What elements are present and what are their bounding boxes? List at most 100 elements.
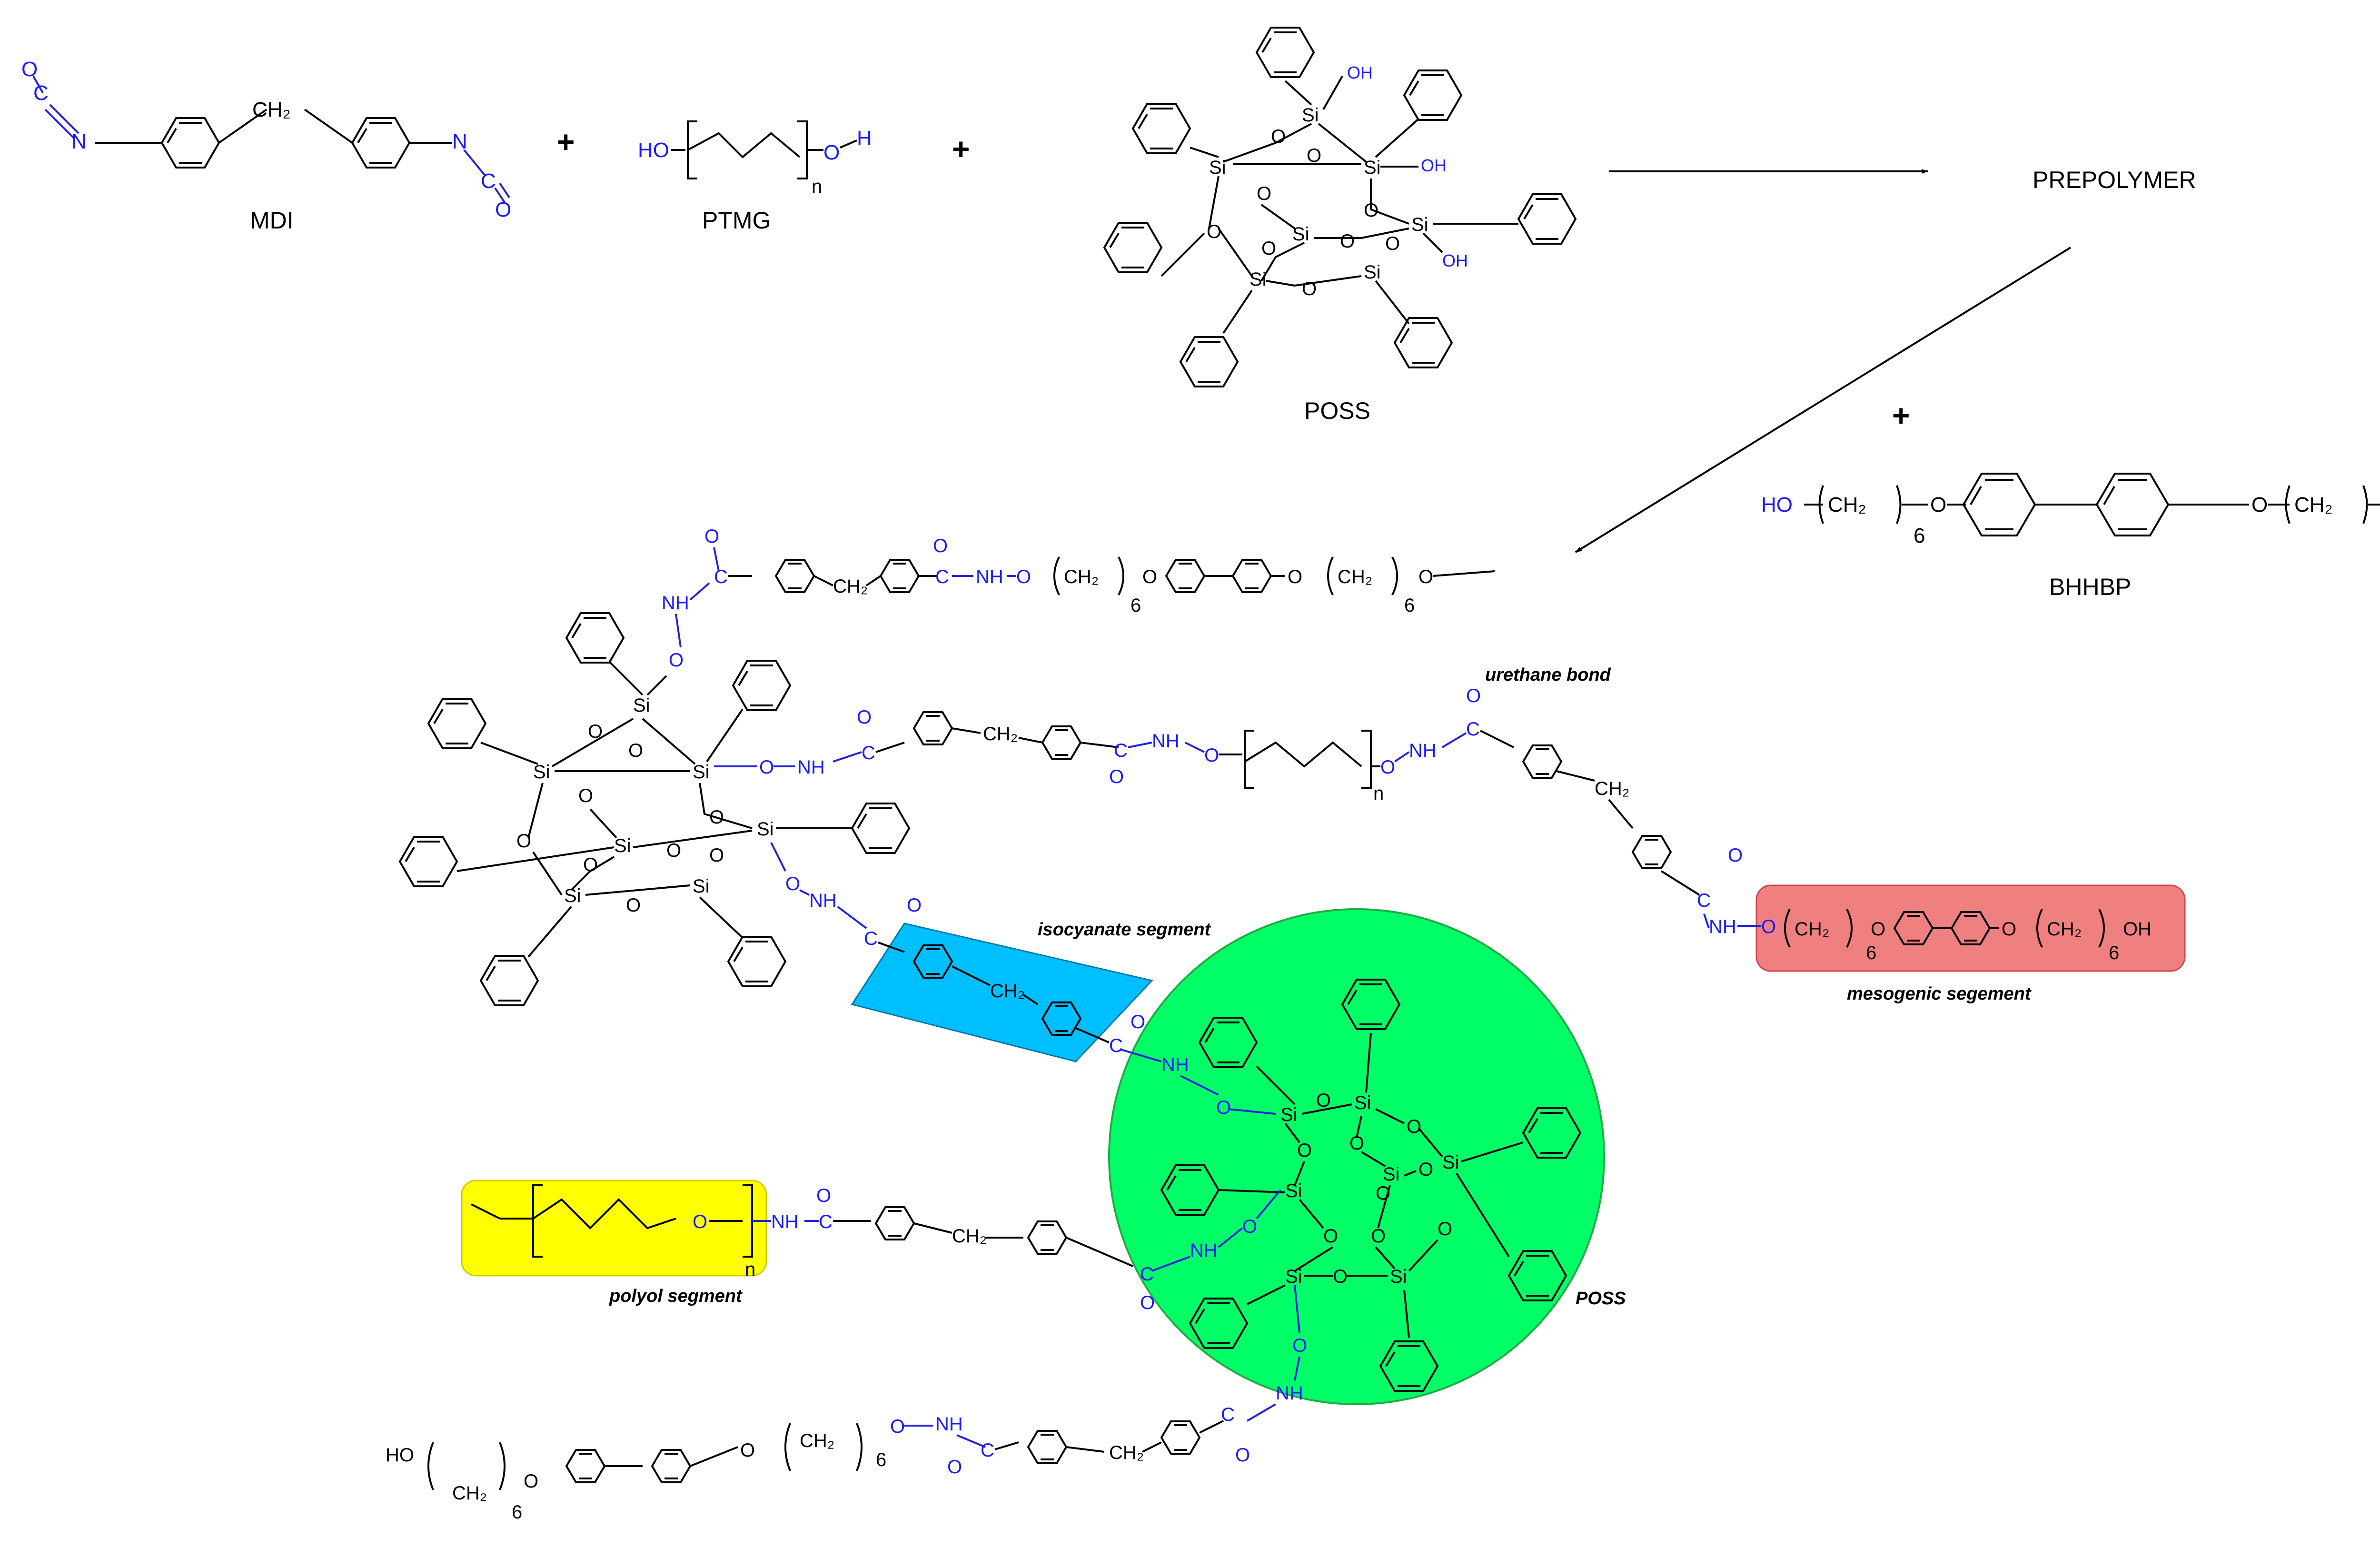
ptmg-label: PTMG xyxy=(702,207,771,234)
svg-text:n: n xyxy=(1373,783,1384,804)
svg-text:C: C xyxy=(1140,1264,1154,1285)
svg-text:6: 6 xyxy=(1130,595,1141,616)
svg-text:CH₂: CH₂ xyxy=(833,576,868,597)
svg-text:Si: Si xyxy=(1354,1092,1371,1113)
svg-text:C: C xyxy=(1221,1404,1235,1425)
svg-text:O: O xyxy=(1761,916,1776,937)
svg-text:O: O xyxy=(1371,1226,1386,1247)
svg-text:CH₂: CH₂ xyxy=(990,981,1025,1002)
svg-text:O: O xyxy=(1216,1097,1231,1118)
svg-text:O: O xyxy=(823,141,840,164)
svg-text:O: O xyxy=(1871,919,1885,940)
svg-text:Si: Si xyxy=(614,835,631,856)
svg-text:CH₂: CH₂ xyxy=(2047,919,2082,940)
svg-text:C: C xyxy=(864,928,878,949)
svg-text:Si: Si xyxy=(1442,1152,1459,1173)
prepolymer-label: PREPOLYMER xyxy=(2033,167,2196,193)
svg-text:O: O xyxy=(857,707,872,728)
svg-text:Si: Si xyxy=(1390,1266,1407,1287)
svg-text:6: 6 xyxy=(876,1449,886,1470)
svg-text:Si: Si xyxy=(1209,157,1226,178)
svg-text:CH₂: CH₂ xyxy=(2294,493,2333,516)
svg-text:NH: NH xyxy=(1276,1383,1303,1404)
bhhbp-label: BHHBP xyxy=(2049,574,2131,600)
reaction-arrow-2 xyxy=(1575,247,2072,553)
svg-text:C: C xyxy=(1466,719,1480,740)
polyol-segment-structure: O n NH C O CH₂ C O NH xyxy=(471,1184,1218,1313)
svg-text:HO: HO xyxy=(386,1445,414,1466)
svg-text:O: O xyxy=(759,757,774,778)
svg-text:6: 6 xyxy=(1404,595,1415,616)
svg-text:O: O xyxy=(583,854,598,875)
svg-text:Si: Si xyxy=(1411,214,1428,235)
poss-highlight xyxy=(1108,908,1605,1405)
svg-text:NH: NH xyxy=(797,757,825,778)
svg-text:O: O xyxy=(1140,1292,1155,1313)
svg-text:O: O xyxy=(1380,757,1395,778)
mdi-structure: N C O N C O CH₂ xyxy=(21,58,511,221)
svg-text:OH: OH xyxy=(1442,251,1468,270)
mesogenic-highlight xyxy=(1755,884,2186,972)
polyol-segment-label: polyol segment xyxy=(609,1286,743,1306)
ptmg-structure: HO n O H xyxy=(638,120,872,197)
svg-text:O: O xyxy=(1307,145,1321,166)
svg-text:NH: NH xyxy=(935,1414,963,1435)
svg-text:OH: OH xyxy=(1347,63,1373,82)
svg-text:H: H xyxy=(857,127,872,150)
svg-text:C: C xyxy=(1697,890,1711,911)
isocyanate-segment-structure: CH₂ C O NH O xyxy=(878,942,1231,1118)
svg-text:O: O xyxy=(495,198,511,221)
plus-sign-1: + xyxy=(557,125,575,159)
svg-text:NH: NH xyxy=(662,593,689,614)
svg-text:O: O xyxy=(1728,845,1743,866)
mdi-label: MDI xyxy=(250,207,294,234)
svg-text:HO: HO xyxy=(1761,493,1793,516)
svg-text:O: O xyxy=(1930,493,1946,516)
svg-text:O: O xyxy=(704,526,719,547)
svg-text:CH₂: CH₂ xyxy=(1795,919,1829,940)
plus-sign-2: + xyxy=(952,132,970,166)
svg-text:O: O xyxy=(1288,566,1302,587)
svg-text:NH: NH xyxy=(976,566,1003,587)
svg-text:C: C xyxy=(33,81,49,105)
svg-text:O: O xyxy=(1407,1116,1421,1137)
svg-text:O: O xyxy=(1333,1266,1348,1287)
svg-text:O: O xyxy=(2251,493,2268,516)
poss-segment-label: POSS xyxy=(1576,1289,1626,1309)
svg-text:Si: Si xyxy=(1292,224,1309,245)
svg-text:O: O xyxy=(1242,1216,1257,1237)
svg-text:O: O xyxy=(740,1440,755,1461)
svg-text:CH₂: CH₂ xyxy=(983,724,1018,744)
svg-text:6: 6 xyxy=(1914,524,1925,547)
svg-text:6: 6 xyxy=(1866,942,1876,963)
svg-text:Si: Si xyxy=(1250,269,1267,290)
svg-text:O: O xyxy=(1297,1140,1312,1161)
urethane-bond-label: urethane bond xyxy=(1485,665,1611,685)
svg-text:OH: OH xyxy=(1421,156,1447,175)
svg-text:CH₂: CH₂ xyxy=(1595,778,1629,799)
svg-text:O: O xyxy=(1261,238,1276,259)
svg-text:C: C xyxy=(1109,1035,1123,1056)
mesogenic-segment-structure: O CH₂ 6 O O CH₂ 6 OH xyxy=(1761,909,2152,963)
svg-text:C: C xyxy=(481,169,496,193)
svg-text:O: O xyxy=(1466,685,1481,706)
svg-text:CH₂: CH₂ xyxy=(1064,566,1099,587)
svg-text:n: n xyxy=(745,1259,755,1280)
svg-text:CH₂: CH₂ xyxy=(1828,493,1866,516)
poss-reactant-label: POSS xyxy=(1304,397,1370,424)
svg-text:N: N xyxy=(452,130,467,153)
svg-text:CH₂: CH₂ xyxy=(252,98,291,121)
svg-text:O: O xyxy=(1385,233,1400,254)
svg-text:O: O xyxy=(1292,1335,1307,1356)
svg-text:CH₂: CH₂ xyxy=(452,1483,487,1504)
svg-text:O: O xyxy=(1438,1219,1452,1240)
svg-text:O: O xyxy=(1257,183,1271,204)
svg-text:CH₂: CH₂ xyxy=(1338,566,1372,587)
svg-text:O: O xyxy=(524,1471,538,1492)
svg-text:O: O xyxy=(1016,566,1031,587)
poss-reactant-structure: Si Si Si Si Si Si Si O O O O O O O O O O… xyxy=(1103,27,1577,387)
plus-sign-3: + xyxy=(1892,398,1910,433)
svg-text:Si: Si xyxy=(1285,1180,1302,1201)
polyol-highlight xyxy=(461,1180,767,1277)
